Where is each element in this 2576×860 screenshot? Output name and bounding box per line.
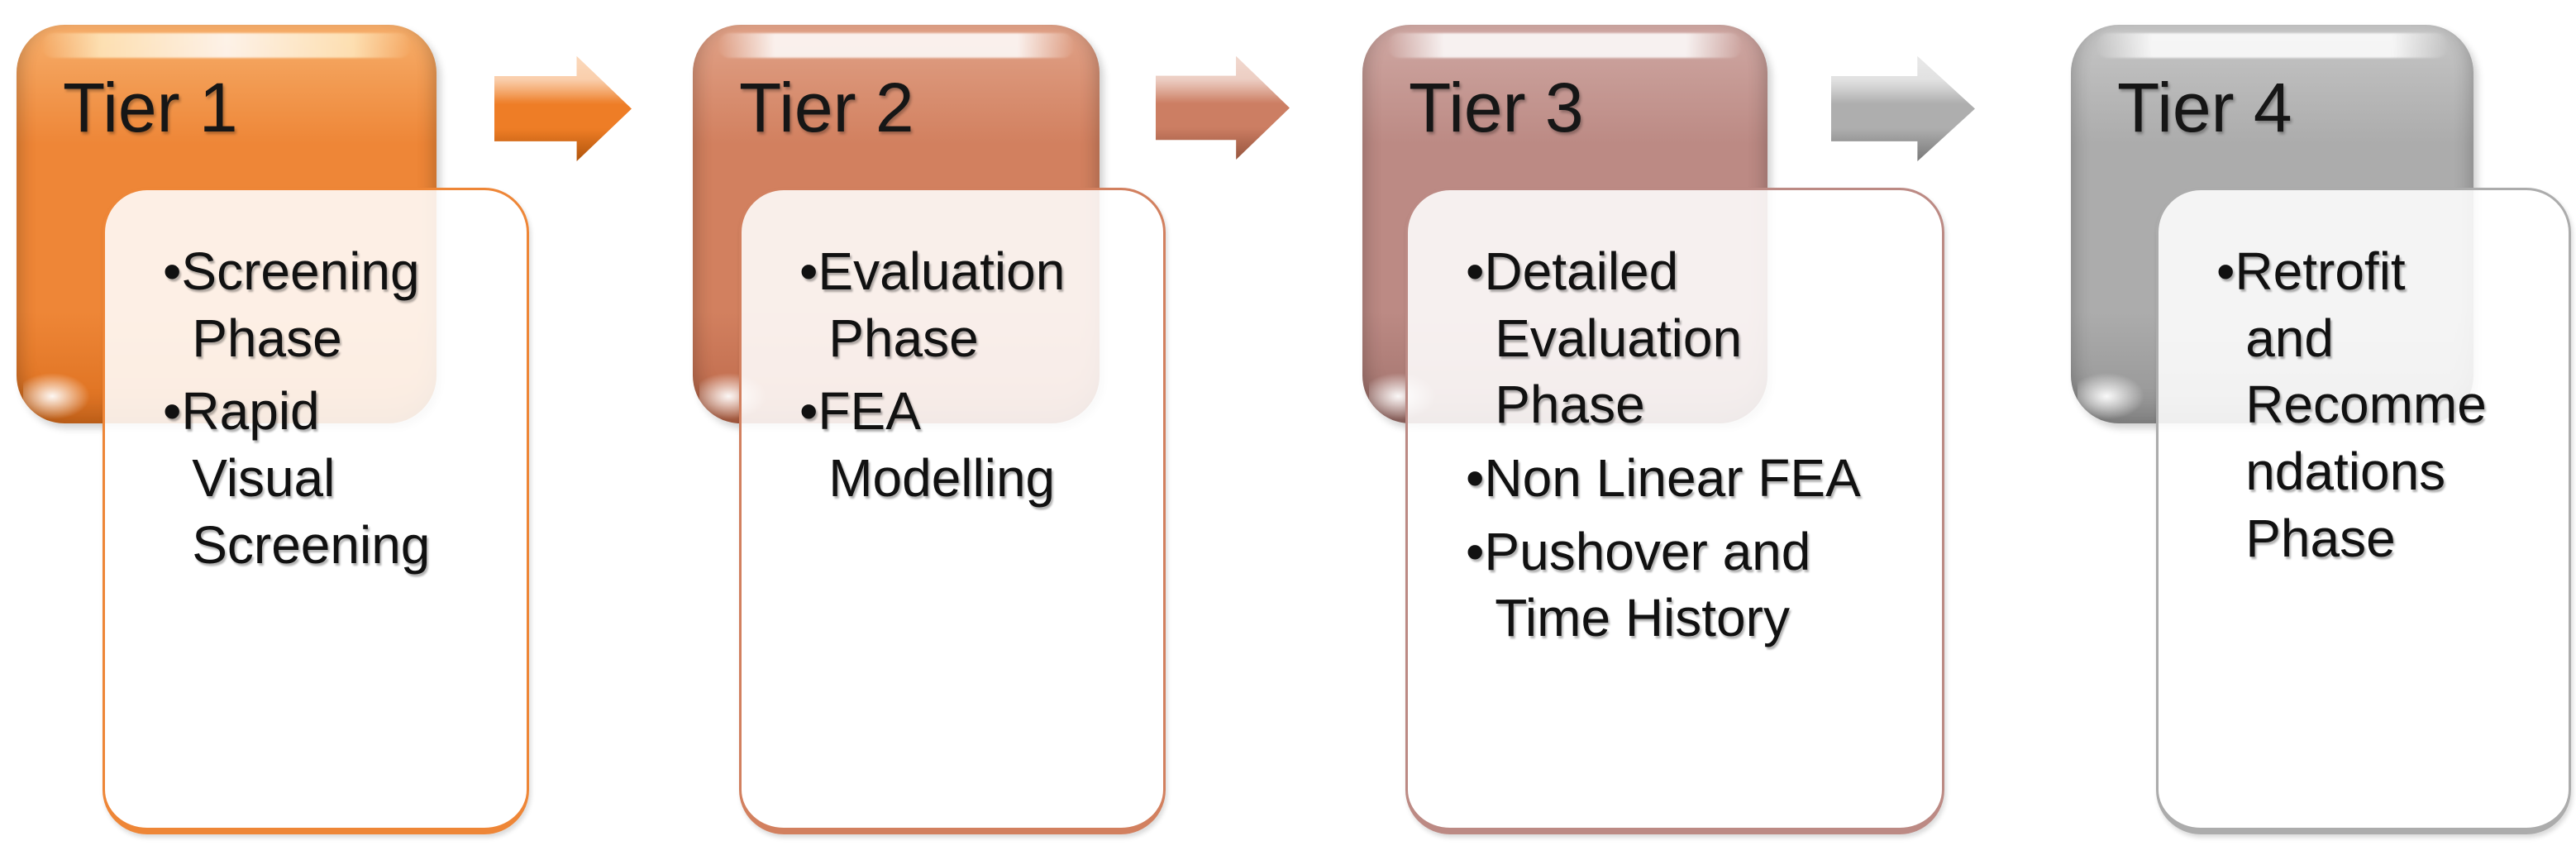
tier-3-title: Tier 3 — [1409, 69, 1584, 146]
bullet-item: Pushover and Time History — [1466, 518, 1863, 652]
bullet-item: Detailed Evaluation Phase — [1466, 238, 1863, 438]
tier-2-content-card: Evaluation Phase FEA Modelling — [739, 188, 1166, 834]
bullet-item: FEA Modelling — [799, 378, 1084, 511]
tier-2-title: Tier 2 — [739, 69, 914, 146]
bullet-item: Evaluation Phase — [799, 238, 1084, 371]
tier-3-bullet-list: Detailed Evaluation Phase Non Linear FEA… — [1408, 190, 1942, 676]
bullet-item: Screening Phase — [163, 238, 447, 371]
tier-3-content-card: Detailed Evaluation Phase Non Linear FEA… — [1405, 188, 1944, 834]
bullet-item: Rapid Visual Screening — [163, 378, 447, 578]
tier-1-title: Tier 1 — [63, 69, 238, 146]
tier-4-title: Tier 4 — [2117, 69, 2292, 146]
arrow-right-icon — [494, 56, 632, 161]
arrow-right-icon — [1156, 56, 1290, 160]
tier-1-bullet-list: Screening Phase Rapid Visual Screening — [105, 190, 527, 603]
tier-4-bullet-list: Retrofit and Recommendations Phase — [2159, 190, 2569, 596]
tier-4-content-card: Retrofit and Recommendations Phase — [2156, 188, 2571, 834]
bullet-item: Retrofit and Recommendations Phase — [2216, 238, 2489, 571]
tier-2-bullet-list: Evaluation Phase FEA Modelling — [742, 190, 1163, 537]
bullet-item: Non Linear FEA — [1466, 445, 1863, 512]
tier-1-content-card: Screening Phase Rapid Visual Screening — [103, 188, 529, 834]
arrow-right-icon — [1831, 56, 1975, 161]
